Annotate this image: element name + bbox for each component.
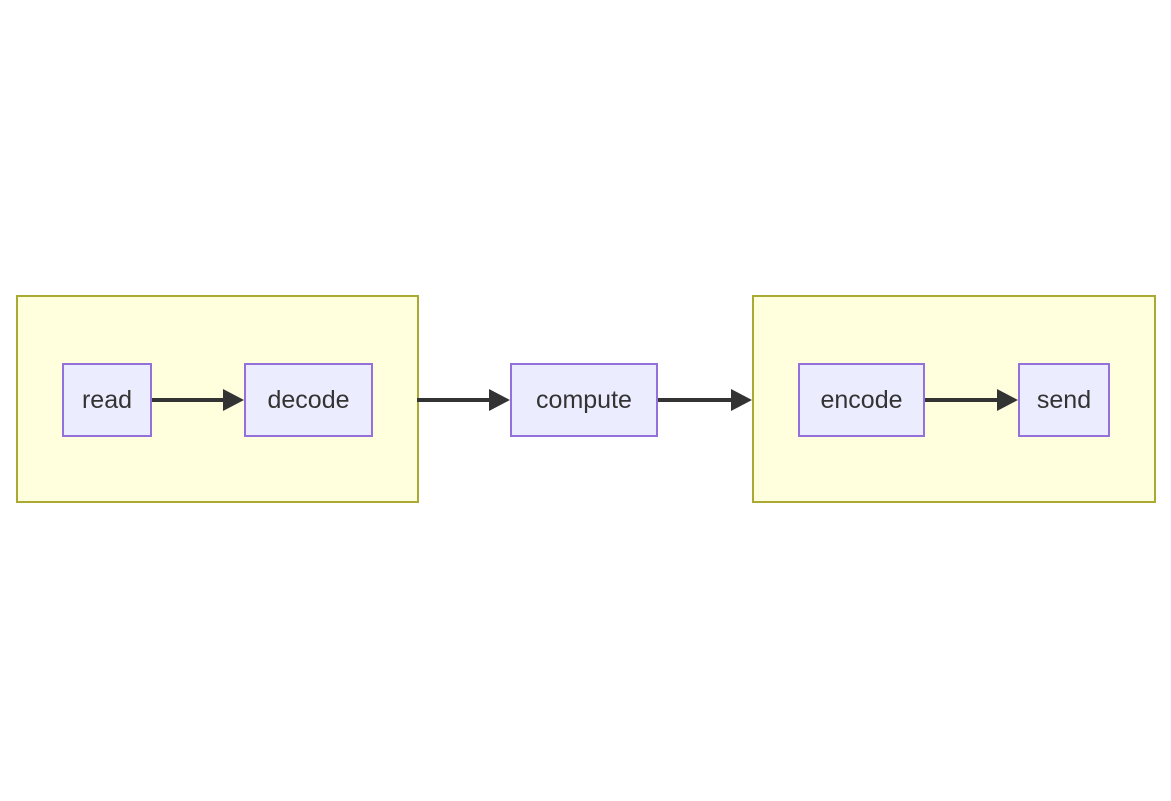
arrowhead-icon: [489, 389, 510, 411]
edge-line: [417, 398, 489, 402]
node-encode-label: encode: [820, 385, 903, 414]
node-read: read: [62, 363, 152, 437]
edge-input-group-to-compute: [417, 389, 510, 411]
edge-compute-to-output-group: [657, 389, 752, 411]
edge-line: [152, 398, 223, 402]
arrowhead-icon: [731, 389, 752, 411]
edge-encode-to-send: [925, 389, 1018, 411]
edge-line: [925, 398, 997, 402]
arrowhead-icon: [223, 389, 244, 411]
node-decode-label: decode: [267, 385, 350, 414]
node-decode: decode: [244, 363, 373, 437]
node-read-label: read: [81, 385, 133, 414]
node-send-label: send: [1036, 385, 1092, 414]
node-compute-label: compute: [536, 385, 632, 414]
edge-line: [657, 398, 731, 402]
node-send: send: [1018, 363, 1110, 437]
edge-read-to-decode: [152, 389, 244, 411]
node-compute: compute: [510, 363, 658, 437]
arrowhead-icon: [997, 389, 1018, 411]
node-encode: encode: [798, 363, 925, 437]
